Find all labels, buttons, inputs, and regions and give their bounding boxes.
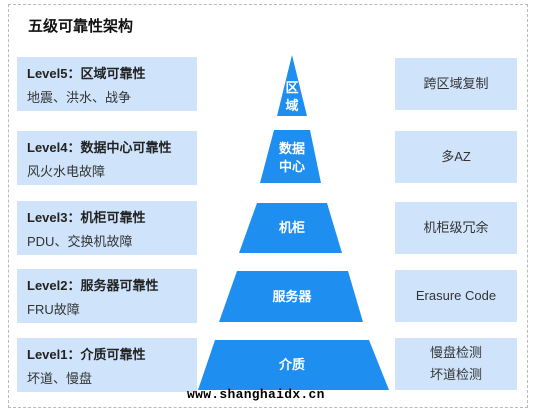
pyramid-tier-region xyxy=(277,55,307,116)
level1-subtitle: 坏道、慢盘 xyxy=(27,371,93,386)
level1-solution-bad-sector: 坏道检测 xyxy=(429,367,482,382)
pyramid-label-datacenter: 数据 中心 xyxy=(265,140,319,176)
pyramid-tier-media xyxy=(198,340,389,390)
level4-subtitle: 风火水电故障 xyxy=(27,164,106,179)
level3-subtitle: PDU、交换机故障 xyxy=(27,234,133,249)
level4-solution: 多AZ xyxy=(441,149,471,164)
watermark-url: www.shanghaidx.cn xyxy=(187,387,325,402)
level3-solution-box: 机柜级冗余 xyxy=(395,202,517,254)
level5-description-box: Level5：区域可靠性 地震、洪水、战争 xyxy=(17,57,197,111)
level1-solution-slow-disk: 慢盘检测 xyxy=(429,345,482,360)
diagram-title: 五级可靠性架构 xyxy=(28,18,134,35)
pyramid-label-region: 区 域 xyxy=(278,79,306,115)
level5-subtitle: 地震、洪水、战争 xyxy=(27,90,132,105)
level4-title: Level4：数据中心可靠性 xyxy=(27,140,172,155)
diagram-frame xyxy=(8,4,528,408)
pyramid-tier-datacenter xyxy=(260,130,321,183)
level4-description-box: Level4：数据中心可靠性 风火水电故障 xyxy=(17,131,197,185)
level5-title: Level5：区域可靠性 xyxy=(27,66,146,81)
level1-title: Level1：介质可靠性 xyxy=(27,347,146,362)
pyramid-label-datacenter-line2: 中心 xyxy=(278,159,305,174)
level5-solution-box: 跨区域复制 xyxy=(395,58,517,110)
pyramid-label-datacenter-line1: 数据 xyxy=(278,141,305,156)
pyramid-label-region-line2: 域 xyxy=(285,98,299,113)
level4-solution-box: 多AZ xyxy=(395,131,517,183)
level2-subtitle: FRU故障 xyxy=(27,302,80,317)
level1-description-box: Level1：介质可靠性 坏道、慢盘 xyxy=(17,338,197,392)
level2-solution-box: Erasure Code xyxy=(395,270,517,322)
level2-description-box: Level2：服务器可靠性 FRU故障 xyxy=(17,269,197,323)
pyramid-label-region-line1: 区 xyxy=(285,80,299,95)
pyramid-tier-cabinet xyxy=(239,203,342,253)
pyramid-label-media: 介质 xyxy=(278,357,305,372)
level5-solution: 跨区域复制 xyxy=(423,76,489,91)
pyramid-label-server: 服务器 xyxy=(272,289,312,304)
level2-solution: Erasure Code xyxy=(415,288,497,303)
pyramid-tier-server xyxy=(219,271,363,322)
level2-title: Level2：服务器可靠性 xyxy=(27,278,159,293)
level3-title: Level3：机柜可靠性 xyxy=(27,210,146,225)
level3-description-box: Level3：机柜可靠性 PDU、交换机故障 xyxy=(17,201,197,255)
pyramid-label-cabinet: 机柜 xyxy=(278,220,305,235)
level3-solution: 机柜级冗余 xyxy=(423,220,489,235)
level1-solution-box: 慢盘检测 坏道检测 xyxy=(395,338,517,390)
